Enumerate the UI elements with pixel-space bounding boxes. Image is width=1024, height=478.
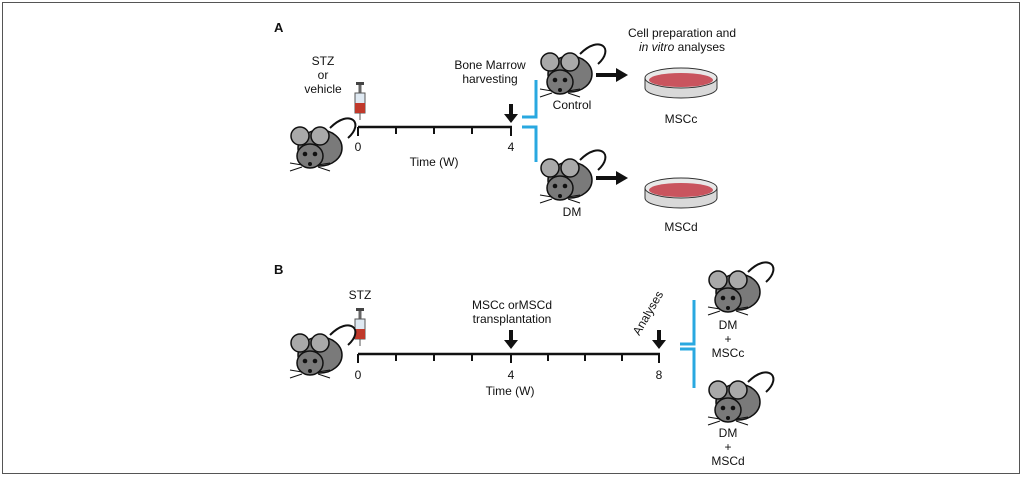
mouse-icon-a-start	[289, 117, 357, 172]
dish-icon-mscd	[644, 177, 718, 209]
group-label-dm: DM	[562, 205, 582, 219]
panel-letter-a: A	[274, 20, 284, 35]
mouse-icon-dm-mscd	[707, 371, 775, 426]
mouse-icon-dm	[539, 149, 607, 204]
mouse-icon-dm-mscc	[707, 261, 775, 316]
group-label-dm-mscc: DM + MSCc	[711, 318, 745, 360]
axis-label-b: Time (W)	[485, 384, 535, 398]
harvest-label: Bone Marrow harvesting	[454, 58, 526, 86]
tick-label-b-8: 8	[655, 368, 663, 382]
tick-label-a-0: 0	[354, 140, 362, 154]
dish-label-mscc: MSCc	[664, 112, 698, 126]
dish-label-mscd: MSCd	[664, 220, 698, 234]
transplant-label: MSCc orMSCd transplantation	[471, 298, 552, 326]
mouse-icon-b-start	[289, 324, 357, 379]
panel-b-timeline	[357, 352, 660, 363]
syringe-icon-a	[354, 81, 366, 121]
group-label-control: Control	[552, 98, 592, 112]
tick-label-b-0: 0	[354, 368, 362, 382]
panel-letter-b: B	[274, 262, 284, 277]
treatment-label-b: STZ	[348, 288, 372, 302]
tick-label-a-4: 4	[507, 140, 515, 154]
group-bracket-b	[680, 300, 696, 388]
group-label-dm-mscd: DM + MSCd	[711, 426, 745, 468]
analysis-label: Cell preparation and in vitro analyses	[627, 26, 737, 54]
dish-icon-mscc	[644, 67, 718, 99]
mouse-icon-control	[539, 43, 607, 98]
axis-label-a: Time (W)	[409, 155, 459, 169]
treatment-label-a: STZ or vehicle	[304, 54, 342, 96]
group-bracket-a	[522, 80, 538, 162]
tick-label-b-4: 4	[507, 368, 515, 382]
syringe-icon-b	[354, 307, 366, 347]
panel-a-timeline	[357, 125, 512, 136]
